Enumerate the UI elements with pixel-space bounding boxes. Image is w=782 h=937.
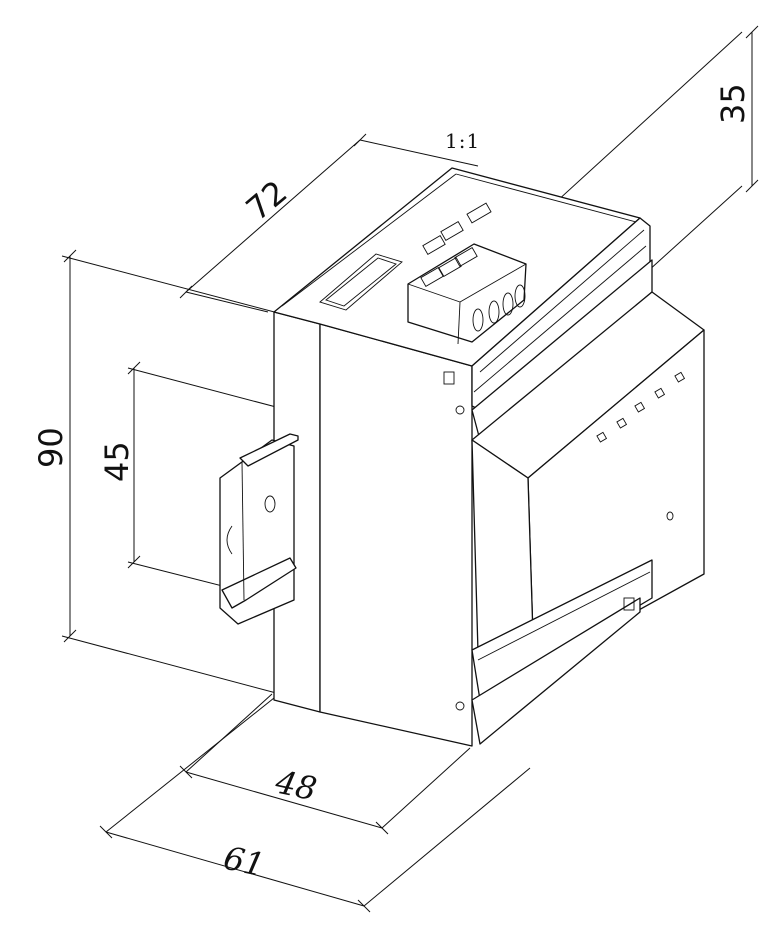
led-indicators <box>596 371 686 521</box>
dimension-48: 48 <box>271 762 320 808</box>
device-body <box>273 167 705 747</box>
dimension-90: 90 <box>32 427 70 468</box>
dimension-72: 72 <box>239 173 295 228</box>
scale-label: 1:1 <box>445 129 480 153</box>
dimension-35: 35 <box>714 83 752 124</box>
dimension-lines <box>61 25 759 913</box>
din-rail <box>219 433 299 625</box>
dimension-61: 61 <box>220 839 268 885</box>
dimension-45: 45 <box>98 441 136 482</box>
terminal-block <box>319 202 527 345</box>
